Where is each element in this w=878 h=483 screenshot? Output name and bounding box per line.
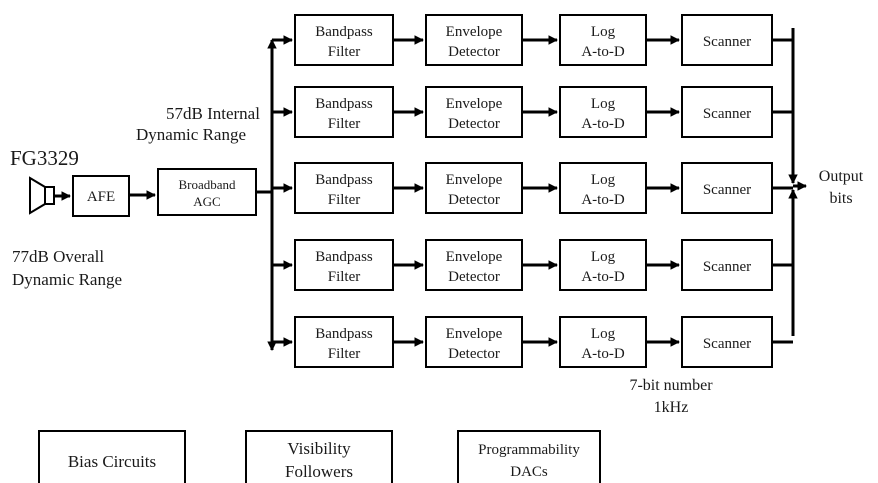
bandpass-filter-label: Bandpass bbox=[315, 172, 373, 188]
agc-label-line-1: Broadband bbox=[178, 177, 236, 192]
rate-label-line-2: 1kHz bbox=[654, 399, 689, 416]
bandpass-filter-label: Bandpass bbox=[315, 24, 373, 40]
scanner-label: Scanner bbox=[703, 34, 751, 50]
output-label-line-1: Output bbox=[819, 168, 864, 185]
overall-range-line-1: 77dB Overall bbox=[12, 247, 104, 266]
log-adc-label: A-to-D bbox=[581, 346, 624, 362]
programmability-dacs-line-1: Programmability bbox=[478, 442, 580, 458]
scanner-block bbox=[681, 162, 773, 214]
envelope-detector-label: Envelope bbox=[446, 172, 503, 188]
speaker-icon bbox=[29, 176, 55, 215]
envelope-detector-label: Envelope bbox=[446, 326, 503, 342]
log-adc-label: Log bbox=[591, 172, 616, 188]
log-adc-block bbox=[559, 239, 647, 291]
envelope-detector-label: Envelope bbox=[446, 249, 503, 265]
envelope-detector-label: Envelope bbox=[446, 96, 503, 112]
scanner-label: Scanner bbox=[703, 182, 751, 198]
bandpass-filter-label: Filter bbox=[328, 346, 361, 362]
agc-label-line-2: AGC bbox=[193, 194, 220, 209]
envelope-detector-label: Detector bbox=[448, 44, 500, 60]
bandpass-filter-label: Bandpass bbox=[315, 249, 373, 265]
bandpass-filter-label: Filter bbox=[328, 269, 361, 285]
scanner-block bbox=[681, 239, 773, 291]
envelope-detector-label: Envelope bbox=[446, 24, 503, 40]
envelope-detector-block bbox=[425, 316, 523, 368]
scanner-block bbox=[681, 86, 773, 138]
internal-range-line-2: Dynamic Range bbox=[136, 125, 246, 144]
afe-label: AFE bbox=[87, 189, 115, 205]
scanner-label: Scanner bbox=[703, 106, 751, 122]
bandpass-filter-label: Filter bbox=[328, 192, 361, 208]
log-adc-label: A-to-D bbox=[581, 44, 624, 60]
visibility-followers-line-1: Visibility bbox=[287, 439, 351, 458]
bias-circuits-block: Bias Circuits bbox=[38, 430, 186, 483]
bias-circuits-label: Bias Circuits bbox=[68, 452, 156, 471]
bandpass-filter-block bbox=[294, 162, 394, 214]
output-label-line-2: bits bbox=[829, 190, 852, 207]
source-label: FG3329 bbox=[10, 146, 79, 170]
bandpass-filter-block bbox=[294, 316, 394, 368]
log-adc-label: A-to-D bbox=[581, 192, 624, 208]
scanner-block bbox=[681, 14, 773, 66]
bandpass-filter-block bbox=[294, 86, 394, 138]
bandpass-filter-block bbox=[294, 239, 394, 291]
envelope-detector-label: Detector bbox=[448, 269, 500, 285]
log-adc-block bbox=[559, 86, 647, 138]
log-adc-label: A-to-D bbox=[581, 116, 624, 132]
overall-range-line-2: Dynamic Range bbox=[12, 270, 122, 289]
visibility-followers-line-2: Followers bbox=[285, 462, 353, 481]
bandpass-filter-label: Bandpass bbox=[315, 96, 373, 112]
programmability-dacs-block: Programmability DACs bbox=[457, 430, 601, 483]
bandpass-filter-label: Filter bbox=[328, 44, 361, 60]
log-adc-label: Log bbox=[591, 96, 616, 112]
scanner-label: Scanner bbox=[703, 336, 751, 352]
log-adc-label: A-to-D bbox=[581, 269, 624, 285]
envelope-detector-label: Detector bbox=[448, 116, 500, 132]
log-adc-label: Log bbox=[591, 249, 616, 265]
internal-range-line-1: 57dB Internal bbox=[166, 104, 260, 123]
log-adc-block bbox=[559, 316, 647, 368]
envelope-detector-label: Detector bbox=[448, 192, 500, 208]
log-adc-label: Log bbox=[591, 326, 616, 342]
log-adc-label: Log bbox=[591, 24, 616, 40]
log-adc-block bbox=[559, 162, 647, 214]
bandpass-filter-label: Bandpass bbox=[315, 326, 373, 342]
scanner-label: Scanner bbox=[703, 259, 751, 275]
rate-label-line-1: 7-bit number bbox=[629, 377, 713, 394]
envelope-detector-label: Detector bbox=[448, 346, 500, 362]
channel-rows: BandpassFilterEnvelopeDetectorLogA-to-DS… bbox=[272, 14, 793, 368]
bandpass-filter-label: Filter bbox=[328, 116, 361, 132]
visibility-followers-block: Visibility Followers bbox=[245, 430, 393, 483]
envelope-detector-block bbox=[425, 14, 523, 66]
programmability-dacs-line-2: DACs bbox=[510, 464, 548, 480]
